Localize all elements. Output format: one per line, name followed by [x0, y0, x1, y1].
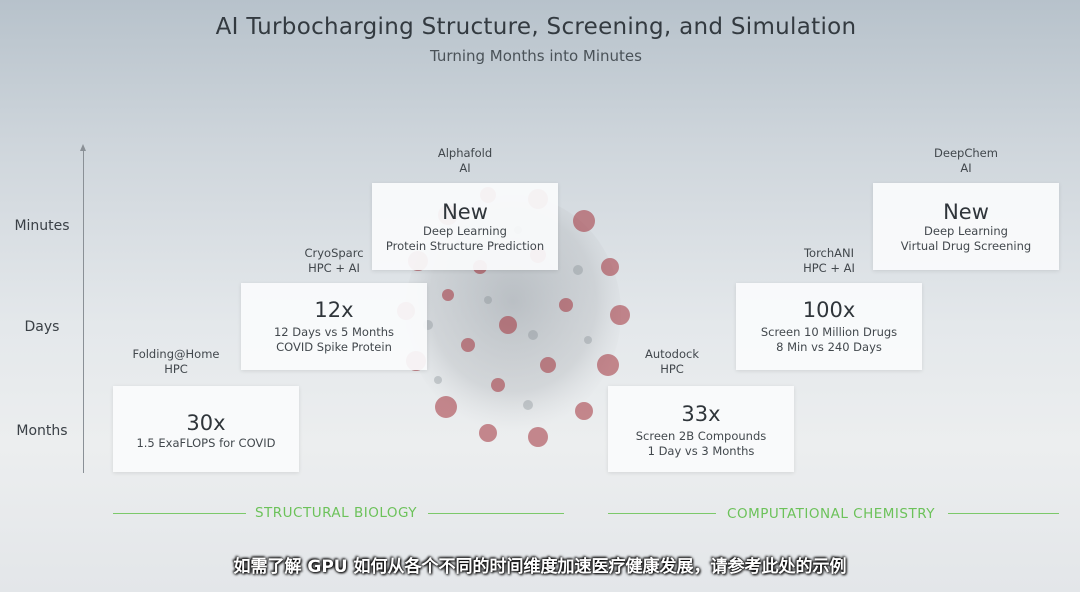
slide-title: AI Turbocharging Structure, Screening, a…: [215, 14, 857, 40]
tool-name: DeepChem: [934, 146, 998, 160]
section-label-computational-chemistry: COMPUTATIONAL CHEMISTRY: [727, 506, 935, 522]
card-header-torchani: TorchANI HPC + AI: [736, 246, 922, 276]
tool-name: Alphafold: [437, 146, 493, 160]
card-header-foldingathome: Folding@Home HPC: [113, 347, 239, 377]
tool-kind: HPC: [660, 362, 684, 376]
card-headline: New: [442, 200, 488, 224]
card-alphafold: New Deep Learning Protein Structure Pred…: [372, 183, 558, 270]
card-line: Deep Learning: [423, 224, 507, 238]
card-line: 1 Day vs 3 Months: [647, 444, 755, 458]
card-autodock: 33x Screen 2B Compounds 1 Day vs 3 Month…: [608, 386, 794, 472]
card-headline: 33x: [681, 402, 721, 426]
card-header-cryosparc: CryoSparc HPC + AI: [241, 246, 427, 276]
y-axis-label-months: Months: [16, 423, 68, 439]
card-line: Screen 2B Compounds: [635, 429, 767, 443]
y-axis-label-minutes: Minutes: [14, 218, 70, 234]
card-line: Virtual Drug Screening: [900, 239, 1032, 253]
section-rule-left-b: [428, 513, 564, 514]
tool-kind: HPC + AI: [803, 261, 855, 275]
tool-kind: AI: [960, 161, 972, 175]
y-axis-line: [83, 147, 84, 473]
card-line: Deep Learning: [924, 224, 1008, 238]
y-axis-label-days: Days: [24, 319, 60, 335]
card-headline: 100x: [802, 298, 856, 322]
card-header-deepchem: DeepChem AI: [873, 146, 1059, 176]
y-axis-arrow-icon: [80, 144, 86, 151]
card-headline: 30x: [186, 411, 226, 435]
slide-subtitle: Turning Months into Minutes: [430, 47, 642, 65]
section-rule-left-a: [113, 513, 246, 514]
section-rule-right-a: [608, 513, 716, 514]
tool-kind: HPC: [164, 362, 188, 376]
card-line: Screen 10 Million Drugs: [760, 325, 898, 339]
card-foldingathome: 30x 1.5 ExaFLOPS for COVID: [113, 386, 299, 472]
video-caption: 如需了解 GPU 如何从各个不同的时间维度加速医疗健康发展，请参考此处的示例: [233, 557, 847, 577]
tool-kind: AI: [459, 161, 471, 175]
card-header-alphafold: Alphafold AI: [372, 146, 558, 176]
card-line: Protein Structure Prediction: [385, 239, 545, 253]
tool-name: TorchANI: [803, 246, 855, 260]
card-line: 12 Days vs 5 Months: [273, 325, 395, 339]
card-torchani: 100x Screen 10 Million Drugs 8 Min vs 24…: [736, 283, 922, 370]
card-headline: New: [943, 200, 989, 224]
section-label-structural-biology: STRUCTURAL BIOLOGY: [254, 505, 418, 521]
card-cryosparc: 12x 12 Days vs 5 Months COVID Spike Prot…: [241, 283, 427, 370]
card-headline: 12x: [314, 298, 354, 322]
tool-kind: HPC + AI: [308, 261, 360, 275]
tool-name: Folding@Home: [132, 347, 220, 361]
card-deepchem: New Deep Learning Virtual Drug Screening: [873, 183, 1059, 270]
tool-name: CryoSparc: [304, 246, 364, 260]
tool-name: Autodock: [644, 347, 700, 361]
card-line: 1.5 ExaFLOPS for COVID: [136, 436, 276, 450]
section-rule-right-b: [948, 513, 1059, 514]
card-line: 8 Min vs 240 Days: [776, 340, 882, 354]
card-line: COVID Spike Protein: [276, 340, 392, 354]
card-header-autodock: Autodock HPC: [608, 347, 736, 377]
